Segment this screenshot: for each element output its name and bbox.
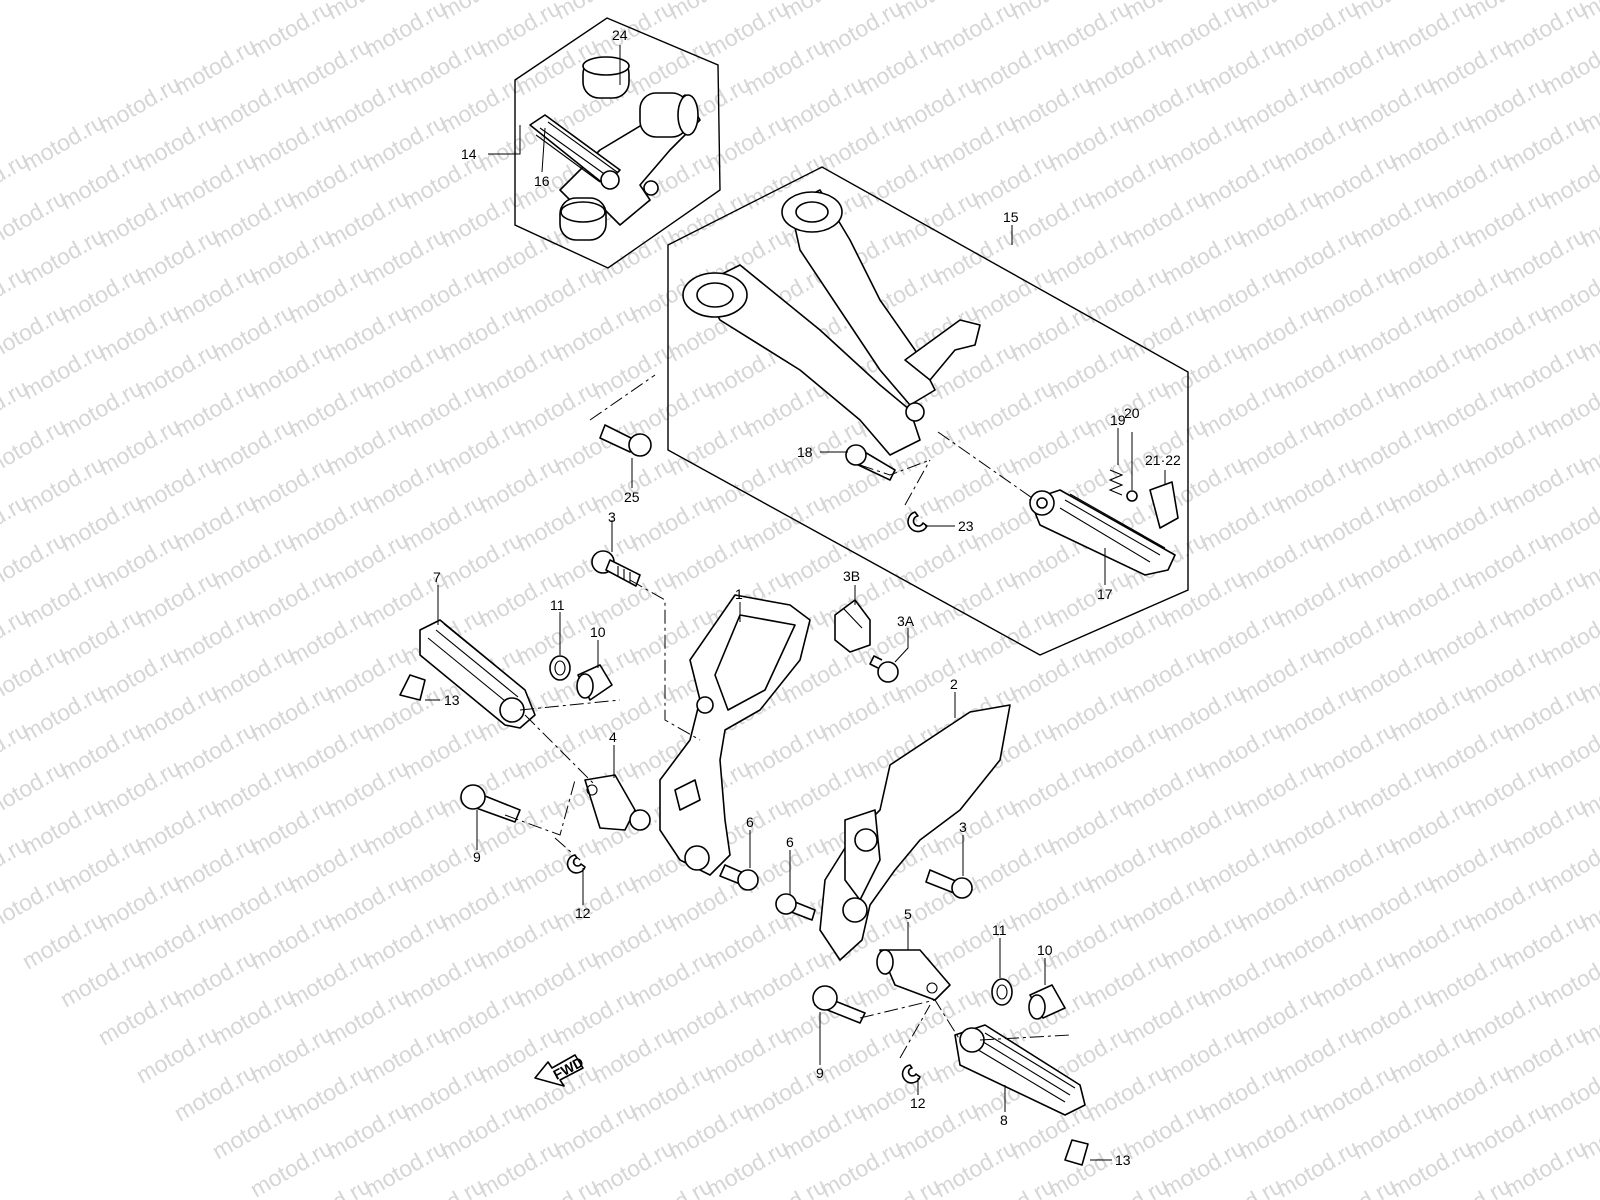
watermark-text: motod.ru — [1158, 0, 1250, 62]
part-18-pin — [845, 444, 896, 481]
callout-16: 16 — [534, 173, 550, 189]
callout-8: 8 — [1000, 1112, 1008, 1128]
part-10-collar-left — [576, 664, 613, 701]
callout-labels: 24 14 16 15 19 20 21·22 18 25 23 17 3 3B… — [433, 27, 1181, 1168]
callout-18: 18 — [797, 444, 813, 460]
watermark-text: motod.ru — [1538, 716, 1600, 784]
watermark-text: motod.ru — [1538, 260, 1600, 328]
callout-leaders — [425, 45, 1166, 1161]
watermark-text: motod.ru — [1538, 830, 1600, 898]
callout-19: 19 — [1110, 412, 1126, 428]
callout-10-left: 10 — [590, 624, 606, 640]
part-8-footrest-right — [954, 1024, 1086, 1116]
watermark-text: motod.ru — [702, 0, 794, 62]
callout-3-lower: 3 — [959, 819, 967, 835]
assembly-box-15 — [667, 166, 1189, 656]
callout-1: 1 — [735, 586, 743, 602]
part-4-footrest-holder — [584, 774, 651, 831]
watermark-text: motod.ru — [1386, 0, 1478, 62]
part-2-front-footrest-bracket-right — [819, 704, 1011, 961]
watermark-text: motod.ru — [1538, 488, 1600, 556]
assembly-lines — [504, 374, 1071, 1059]
callout-21-22: 21·22 — [1145, 452, 1181, 468]
part-6-bolt-b — [775, 893, 816, 921]
callout-6-a: 6 — [746, 814, 754, 830]
part-25-bolt — [599, 424, 652, 457]
callout-2: 2 — [950, 676, 958, 692]
part-10-collar-right — [1028, 984, 1066, 1020]
part-13-bolt-right — [1064, 1139, 1089, 1166]
callout-9-right: 9 — [816, 1065, 824, 1081]
watermark-text: motod.ru — [360, 0, 452, 62]
part-17-passenger-peg — [1029, 489, 1176, 576]
part-11-spring-right — [991, 978, 1013, 1006]
callout-3B: 3B — [843, 568, 860, 584]
part-11-spring-left — [549, 655, 571, 681]
callout-20: 20 — [1124, 405, 1140, 421]
part-20-ball — [1126, 490, 1138, 502]
watermark-text: motod.ru — [930, 0, 1022, 62]
part-3-bolt-lower — [925, 869, 973, 899]
callout-25: 25 — [624, 489, 640, 505]
callout-7: 7 — [433, 569, 441, 585]
callout-14: 14 — [461, 146, 477, 162]
callout-3A: 3A — [897, 613, 915, 629]
watermark-text: motod.ru — [1538, 374, 1600, 442]
part-16-tread-pattern — [535, 121, 618, 183]
callout-4: 4 — [609, 729, 617, 745]
watermark-text: motod.ru — [474, 0, 566, 62]
callout-6-b: 6 — [786, 834, 794, 850]
watermark-text: motod.ru — [1538, 32, 1600, 100]
callout-12-left: 12 — [575, 905, 591, 921]
callout-11-right: 11 — [992, 922, 1007, 938]
watermark-text: motod.ru — [816, 0, 908, 62]
part-12-e-clip-right — [901, 1064, 921, 1084]
watermark-text: motod.ru — [1538, 146, 1600, 214]
part-1-front-footrest-bracket-left — [659, 594, 811, 876]
part-12-e-clip-left — [566, 854, 586, 874]
callout-12-right: 12 — [910, 1095, 926, 1111]
part-6-bolt-a — [719, 864, 759, 891]
watermark-text: motod.ru — [588, 0, 680, 62]
part-5-footrest-holder-right — [876, 949, 951, 1001]
assembly-box-14 — [514, 17, 721, 269]
callout-3-upper: 3 — [608, 509, 616, 525]
watermark-text: motod.ru — [1272, 0, 1364, 62]
part-14-rear-footrest-assembly — [529, 56, 701, 241]
callout-13-left: 13 — [444, 692, 460, 708]
watermark-text: motod.ru — [1538, 1058, 1600, 1126]
watermark-text: motod.ru — [1538, 944, 1600, 1012]
part-13-bolt-left — [399, 674, 426, 701]
part-19-spring — [1108, 469, 1124, 496]
part-9-pin-right — [812, 985, 866, 1024]
part-3A-bolt — [869, 655, 899, 683]
watermark-text: motod.ru — [1500, 0, 1592, 62]
part-15-rear-footrest-bracket — [682, 189, 981, 456]
watermark-text: motod.ru — [246, 0, 338, 62]
part-3-bolt-upper — [591, 550, 641, 587]
callout-24: 24 — [612, 27, 628, 43]
callout-15: 15 — [1003, 209, 1019, 225]
callout-13-right: 13 — [1115, 1152, 1131, 1168]
watermark-text: motod.ru — [1538, 602, 1600, 670]
part-7-footrest-left — [419, 619, 536, 729]
callout-23: 23 — [958, 518, 974, 534]
callout-5: 5 — [904, 906, 912, 922]
callout-11-left: 11 — [550, 597, 565, 613]
callout-10-right: 10 — [1037, 942, 1053, 958]
part-9-pin-left — [460, 784, 521, 823]
callout-9-left: 9 — [473, 849, 481, 865]
callout-17: 17 — [1097, 586, 1113, 602]
watermark-text: motod.ru — [1044, 0, 1136, 62]
